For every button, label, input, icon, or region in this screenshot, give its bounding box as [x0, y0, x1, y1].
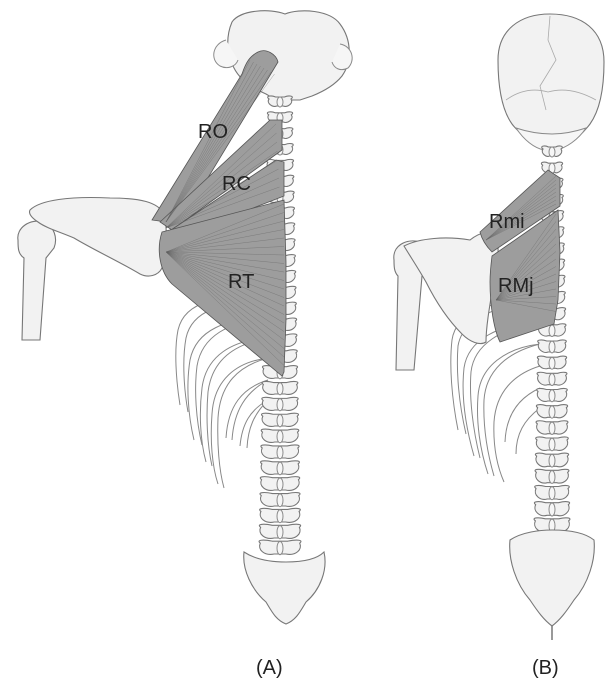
label-ro: RO [198, 121, 228, 143]
spinous-process [549, 341, 555, 353]
spinous-process [277, 430, 283, 442]
spinous-process [277, 526, 283, 539]
spinous-process [277, 478, 283, 491]
spinous-process [549, 325, 555, 337]
spinous-process [549, 374, 555, 386]
spinous-process [277, 541, 283, 554]
spinous-process [277, 446, 283, 459]
spinous-process [277, 399, 283, 411]
label-rc: RC [222, 173, 251, 195]
spinous-process [549, 390, 555, 402]
spinous-process [277, 97, 283, 107]
spinous-process [277, 494, 283, 507]
panel-a-sacrum [244, 552, 325, 624]
label-rmj: RMj [498, 275, 534, 297]
label-rmi: Rmi [489, 211, 525, 233]
spinous-process [549, 357, 555, 369]
panel-a-humerus [18, 221, 56, 340]
caption-a: (A) [256, 657, 283, 679]
spinous-process [549, 438, 555, 451]
spinous-process [549, 422, 555, 434]
spinous-process [277, 414, 283, 426]
spinous-process [549, 406, 555, 418]
spinous-process [277, 462, 283, 475]
caption-b: (B) [532, 657, 559, 679]
spinous-process [549, 471, 555, 484]
spinous-process [277, 383, 283, 395]
panel-b-sacrum [510, 530, 595, 626]
spinous-process [549, 503, 555, 516]
spinous-process [549, 454, 555, 467]
spinous-process [549, 147, 555, 157]
spinous-process [277, 510, 283, 523]
panel-b: Rmi RMj (B) [394, 14, 604, 679]
spinous-process [549, 487, 555, 500]
label-rt: RT [228, 271, 254, 293]
panel-b-skull [498, 14, 604, 144]
panel-a: RO RC RT (A) [18, 11, 352, 679]
